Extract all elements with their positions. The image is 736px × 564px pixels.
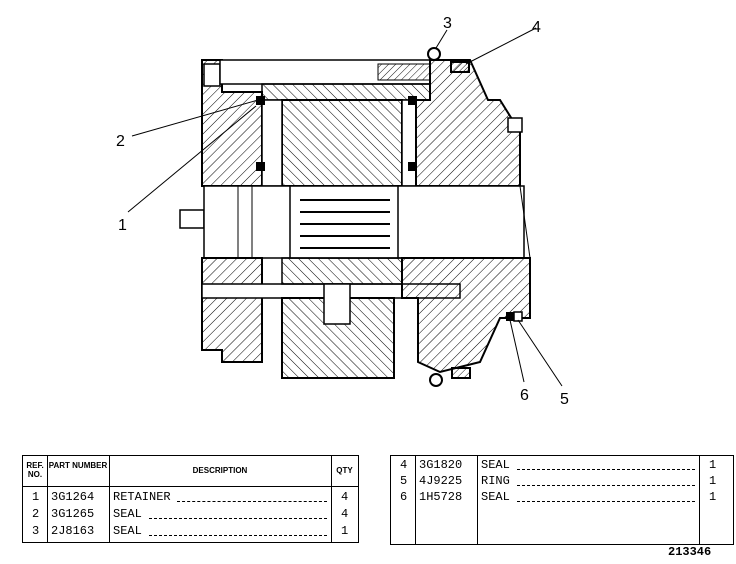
row-ref: 6 xyxy=(400,490,408,504)
row-desc: SEAL xyxy=(481,458,510,472)
callout-3: 3 xyxy=(443,15,452,32)
row-qty: 1 xyxy=(709,474,717,488)
row-ref: 4 xyxy=(400,458,408,472)
callout-2: 2 xyxy=(116,133,125,150)
row-qty: 1 xyxy=(709,490,717,504)
upper-plate xyxy=(261,83,431,101)
row-ref: 2 xyxy=(32,507,40,521)
left-cap xyxy=(203,63,221,87)
seal-3 xyxy=(427,47,441,61)
callout-5: 5 xyxy=(560,391,569,408)
row-desc: SEAL xyxy=(113,524,142,538)
ring-5 xyxy=(513,311,523,322)
seal-bottom xyxy=(429,373,443,387)
row-part: 3G1820 xyxy=(419,458,463,472)
callout-1: 1 xyxy=(118,217,127,234)
row-ref: 3 xyxy=(32,524,40,538)
parts-table-left: REF. NO. PART NUMBER DESCRIPTION QTY 1 3… xyxy=(22,455,359,543)
row-part: 1H5728 xyxy=(419,490,463,504)
document-number: 213346 xyxy=(668,545,712,559)
seal-2-bottom-right xyxy=(408,162,417,171)
dot-leader xyxy=(149,518,327,519)
dot-leader xyxy=(177,501,327,502)
dot-leader xyxy=(517,501,695,502)
row-desc: RING xyxy=(481,474,510,488)
row-desc: SEAL xyxy=(481,490,510,504)
row-desc: SEAL xyxy=(113,507,142,521)
row-qty: 1 xyxy=(341,524,349,538)
parts-table-right: 4 3G1820 SEAL 1 5 4J9225 RING 1 6 1H5728… xyxy=(390,455,734,545)
right-housing-upper xyxy=(415,59,521,187)
row-ref: 5 xyxy=(400,474,408,488)
row-desc: RETAINER xyxy=(113,490,171,504)
header-qty: QTY xyxy=(336,466,353,475)
dot-leader xyxy=(517,469,695,470)
row-part: 3G1264 xyxy=(51,490,95,504)
row-ref: 1 xyxy=(32,490,40,504)
seal-2-top-left xyxy=(256,96,265,105)
header-ref-no: REF. NO. xyxy=(26,461,44,479)
tie-rod-thread xyxy=(377,63,431,81)
seal-6 xyxy=(506,312,515,321)
retainer-bore-right xyxy=(401,99,417,187)
sectional-assembly-drawing: 2 1 3 4 6 5 xyxy=(116,15,569,408)
dot-leader xyxy=(149,535,327,536)
header-description: DESCRIPTION xyxy=(192,466,248,475)
lower-gear xyxy=(281,257,403,285)
retainer-bore-left xyxy=(261,99,283,187)
header-part-number: PART NUMBER xyxy=(48,461,108,470)
row-qty: 1 xyxy=(709,458,717,472)
dot-leader xyxy=(517,485,695,486)
right-lug xyxy=(507,117,523,133)
left-housing-lower xyxy=(201,257,263,363)
callout-6: 6 xyxy=(520,387,529,404)
row-qty: 4 xyxy=(341,490,349,504)
ring-bottom xyxy=(451,367,471,379)
row-part: 4J9225 xyxy=(419,474,463,488)
seal-4 xyxy=(450,61,470,73)
row-qty: 4 xyxy=(341,507,349,521)
row-part: 2J8163 xyxy=(51,524,95,538)
needle-bearing xyxy=(289,185,399,259)
callout-4: 4 xyxy=(532,19,541,36)
row-part: 3G1265 xyxy=(51,507,95,521)
upper-gear xyxy=(281,99,403,187)
input-shaft-stub xyxy=(179,209,205,229)
key-slot xyxy=(323,283,351,325)
seal-2-top-right xyxy=(408,96,417,105)
seal-2-bottom-left xyxy=(256,162,265,171)
